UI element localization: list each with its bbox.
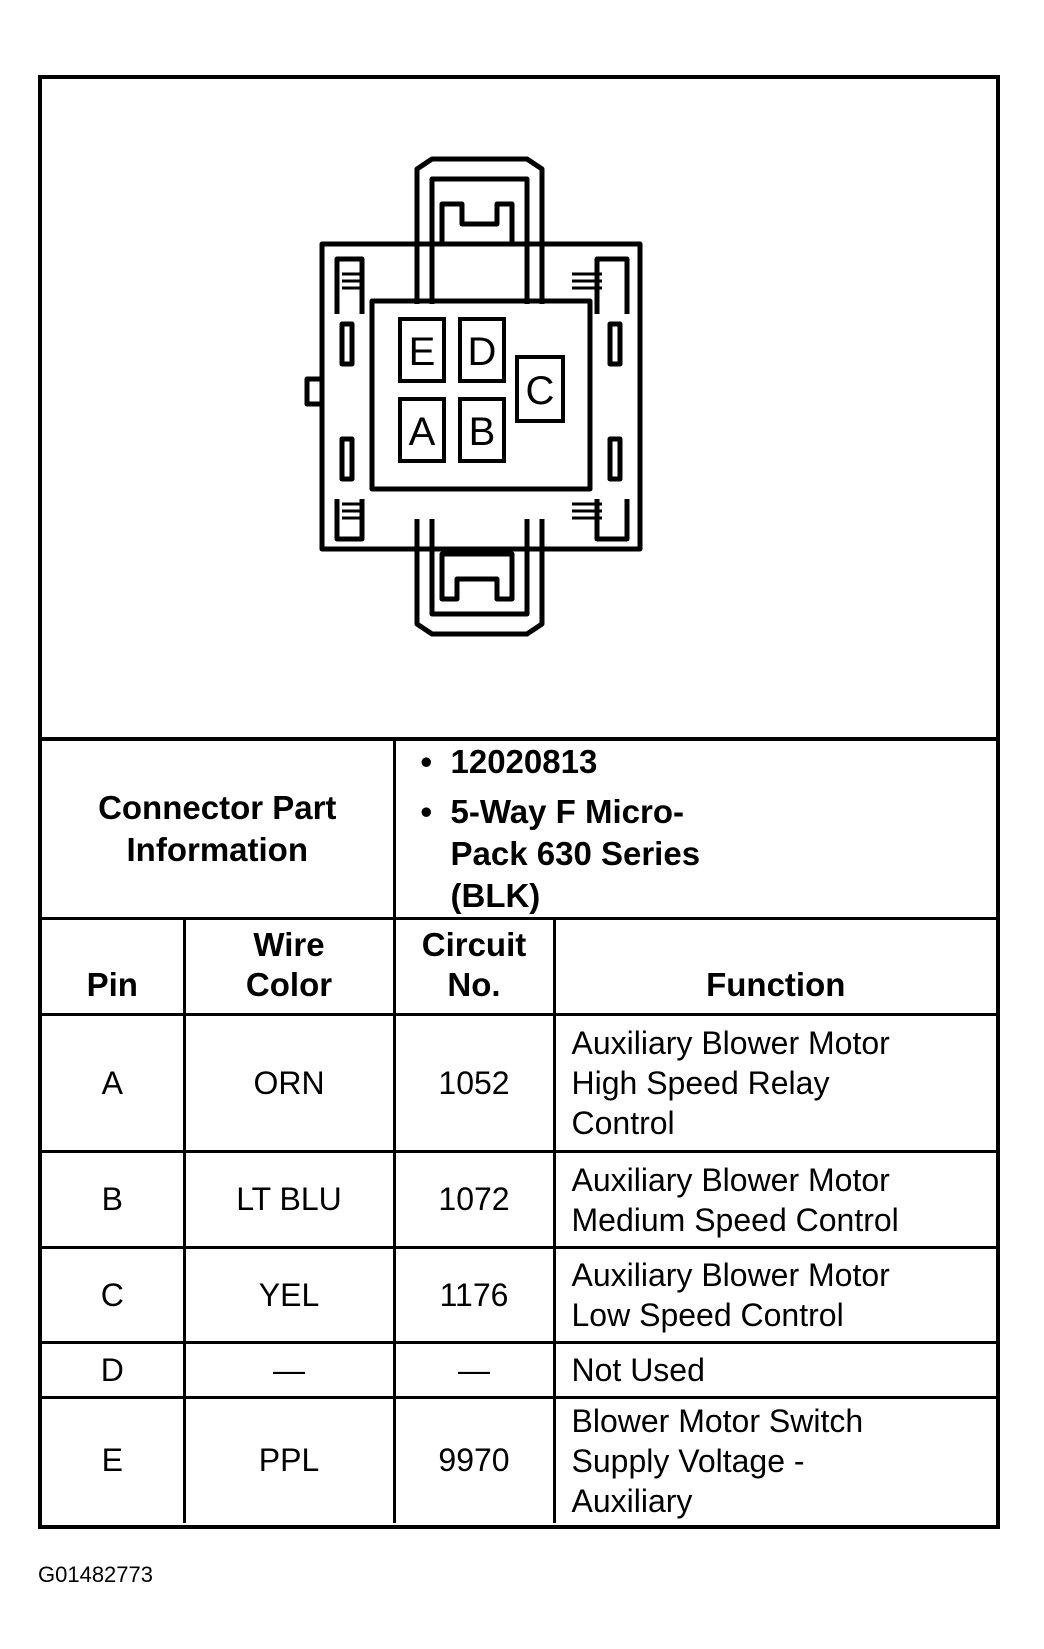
pin-cell: B [42,1150,186,1249]
pin-label-c: C [526,369,555,413]
pin-cavity-d [458,317,506,383]
top-latch [414,156,545,304]
pin-cavity-c [515,355,565,423]
wire-color-cell: ORN [182,1013,396,1153]
circuit-no-cell: 1176 [392,1246,556,1344]
circuit-no-cell: 1072 [392,1150,556,1249]
pin-cell: E [42,1396,186,1523]
polarization-key [304,376,322,407]
part-description: • 5-Way F Micro-Pack 630 Series (BLK) [420,793,701,914]
connector-face-diagram: E D C A B [42,79,996,737]
part-number: • 12020813 [421,741,997,783]
pin-cell: C [42,1246,186,1344]
header-pin: Pin [42,917,186,1016]
part-info-label: Connector Part Information [42,737,396,920]
table-row: B LT BLU 1072 Auxiliary Blower Motor Med… [42,1150,996,1249]
bullet-icon: • [420,793,433,830]
header-wire-color: Wire Color [182,917,396,1016]
figure-id: G01482773 [38,1562,153,1587]
circuit-no-cell: 9970 [392,1396,556,1523]
connector-housing [319,241,643,552]
circuit-no-cell: 1052 [392,1013,556,1153]
pin-label-d: D [468,330,497,374]
function-cell: Auxiliary Blower Motor Low Speed Control [552,1246,996,1344]
table-row: C YEL 1176 Auxiliary Blower Motor Low Sp… [42,1246,996,1344]
function-cell: Not Used [552,1341,996,1399]
header-row: Pin Wire Color Circuit No. Function [42,917,996,1016]
circuit-no-cell: — [392,1341,556,1399]
function-cell: Blower Motor Switch Supply Voltage - Aux… [552,1396,996,1523]
table-row: A ORN 1052 Auxiliary Blower Motor High S… [42,1013,996,1153]
wire-color-cell: — [182,1341,396,1399]
connector-pinout-table: Connector Part Information • 12020813 • … [42,737,996,1523]
table-row: D — — Not Used [42,1341,996,1399]
connector-face [369,298,593,492]
wire-color-cell: LT BLU [182,1150,396,1249]
connector-info-frame: E D C A B Connector Part Information • 1… [38,75,1000,1529]
pin-label-a: A [409,410,436,454]
part-info-list: • 12020813 • 5-Way F Micro-Pack 630 Seri… [392,737,997,920]
pin-cell: D [42,1341,186,1399]
table-row: E PPL 9970 Blower Motor Switch Supply Vo… [42,1396,996,1523]
bottom-latch [414,519,545,637]
pin-cell: A [42,1013,186,1153]
pin-label-b: B [469,410,496,454]
pin-cavity-e [398,317,446,383]
wire-color-cell: PPL [182,1396,396,1523]
part-info-row: Connector Part Information • 12020813 • … [42,737,997,920]
function-cell: Auxiliary Blower Motor Medium Speed Cont… [552,1150,996,1249]
pin-cavity-b [458,397,506,463]
header-circuit-no: Circuit No. [392,917,556,1016]
pin-cavity-a [398,397,446,463]
function-cell: Auxiliary Blower Motor High Speed Relay … [552,1013,996,1153]
pin-label-e: E [409,330,436,374]
wire-color-cell: YEL [182,1246,396,1344]
bullet-icon: • [420,743,433,780]
header-function: Function [552,917,996,1016]
